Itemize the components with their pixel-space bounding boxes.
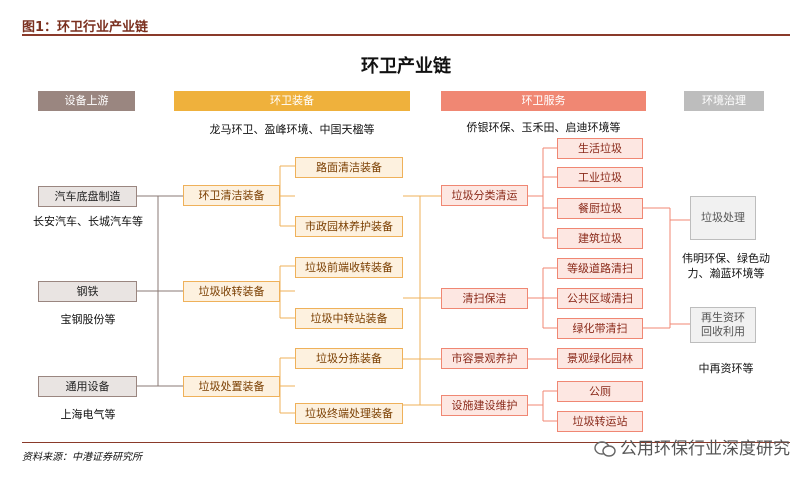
box-clean-equipment: 环卫清洁装备 [183,185,280,206]
general-companies: 上海电气等 [60,408,116,421]
recycle-line-2: 回收利用 [701,325,745,338]
box-sorting-equipment: 垃圾分拣装备 [295,348,403,369]
diagram-title: 环卫产业链 [361,56,451,77]
chassis-companies: 长安汽车、长城汽车等 [33,215,143,228]
chat-icon [594,441,616,457]
box-classify-service: 垃圾分类清运 [441,185,528,206]
box-facility-service: 设施建设维护 [441,395,528,416]
footer-divider [22,442,790,443]
steel-companies: 宝钢股份等 [60,313,116,326]
box-industrial-waste: 工业垃圾 [557,167,643,188]
box-municipal-equipment: 市政园林养护装备 [295,216,403,237]
service-companies: 侨银环保、玉禾田、启迪环境等 [466,121,621,134]
box-construction-waste: 建筑垃圾 [557,228,643,249]
category-upstream: 设备上游 [38,91,135,111]
waste-treatment-companies: 伟明环保、绿色动力、瀚蓝环境等 [682,252,770,280]
box-green-cleaning: 绿化带清扫 [557,318,643,339]
box-collect-equipment: 垃圾收转装备 [183,281,280,302]
box-kitchen-waste: 餐厨垃圾 [557,198,643,219]
figure-title: 图1：环卫行业产业链 [22,20,149,35]
recycle-companies: 中再资环等 [698,362,754,375]
watermark: 公用环保行业深度研究 [594,434,790,459]
watermark-text: 公用环保行业深度研究 [620,439,790,459]
equipment-companies: 龙马环卫、盈峰环境、中国天楹等 [209,123,375,136]
box-landscape-service: 市容景观养护 [441,348,528,369]
box-waste-treatment: 垃圾处理 [690,196,756,240]
box-steel: 钢铁 [38,281,137,302]
box-greening: 景观绿化园林 [557,348,643,369]
box-public-toilet: 公厕 [557,381,643,402]
box-road-equipment: 路面清洁装备 [295,157,403,178]
category-service: 环卫服务 [441,91,646,111]
box-public-cleaning: 公共区域清扫 [557,288,643,309]
box-general-equipment: 通用设备 [38,376,137,397]
box-front-collect-equipment: 垃圾前端收转装备 [295,257,403,278]
category-governance: 环境治理 [684,91,764,111]
box-dispose-equipment: 垃圾处置装备 [183,376,280,397]
box-transfer-station-equipment: 垃圾中转站装备 [295,308,403,329]
box-road-cleaning: 等级道路清扫 [557,258,643,279]
box-transfer-station: 垃圾转运站 [557,411,643,432]
box-recycle: 再生资环 回收利用 [690,307,756,343]
box-terminal-equipment: 垃圾终端处理装备 [295,403,403,424]
recycle-line-1: 再生资环 [701,311,745,324]
category-equipment: 环卫装备 [174,91,410,111]
box-sweep-service: 清扫保洁 [441,288,528,309]
box-chassis: 汽车底盘制造 [38,186,137,207]
header-divider [22,34,790,36]
source-note: 资料来源：中港证券研究所 [22,452,142,463]
box-domestic-waste: 生活垃圾 [557,138,643,159]
